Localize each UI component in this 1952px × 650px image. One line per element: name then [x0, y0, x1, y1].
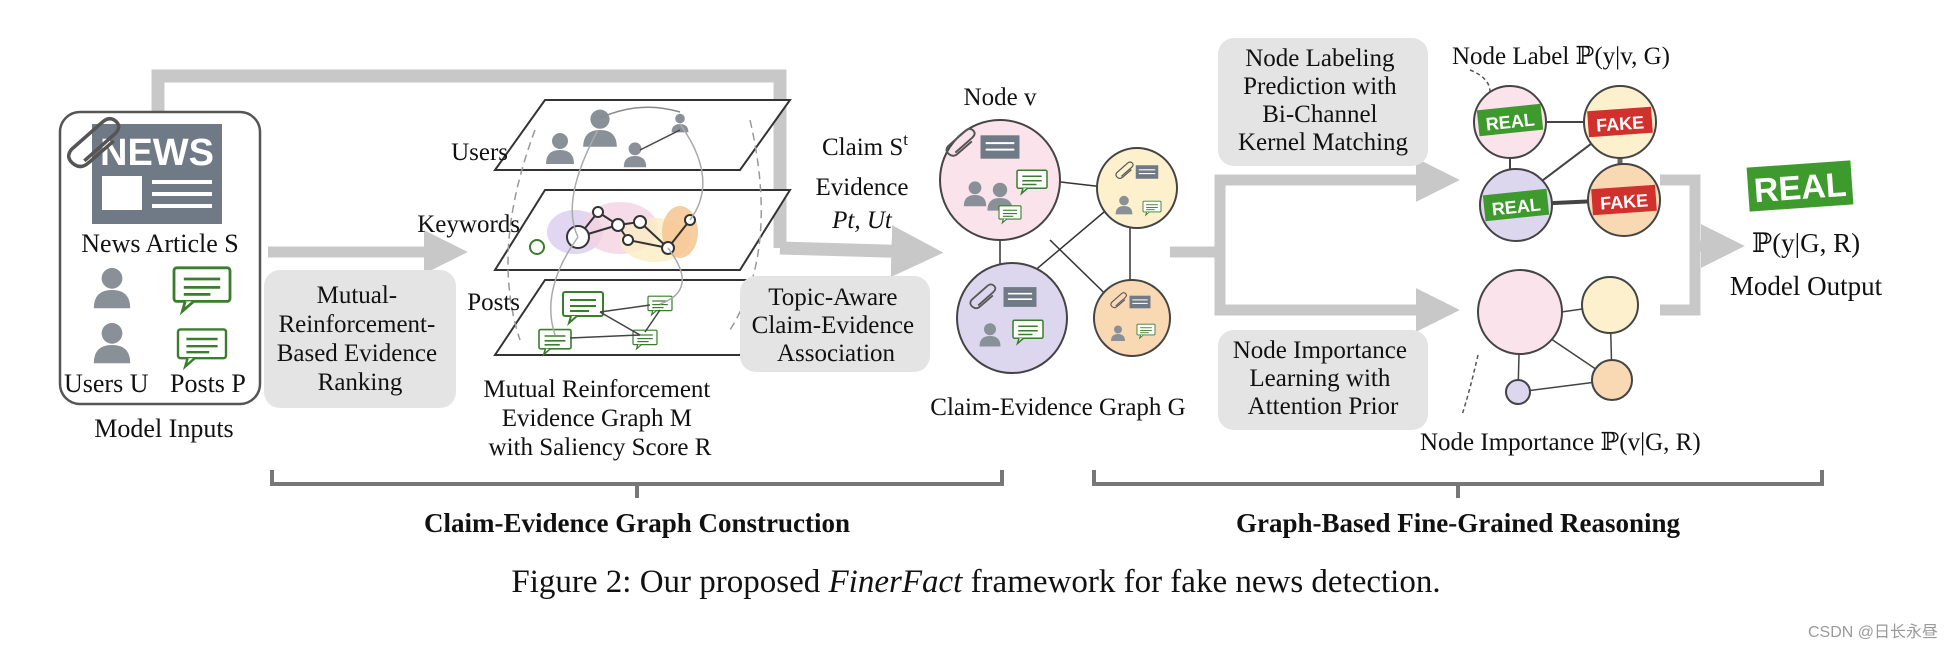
svg-text:Topic-Aware Claim-Eviden: Topic-Aware Claim-Evidence Association — [752, 284, 921, 367]
svg-text:FAKE: FAKE — [1595, 112, 1644, 135]
newspaper-icon: NEWS — [92, 124, 222, 224]
output-real-stamp: REAL — [1746, 160, 1854, 212]
news-icon-label: NEWS — [100, 132, 214, 174]
ce-graph-caption: Claim-Evidence Graph G — [930, 394, 1185, 421]
labeling-box: Node Labeling Prediction with Bi-Channel… — [1218, 38, 1428, 166]
svg-text:REAL: REAL — [1753, 166, 1848, 210]
mutual-reinforcement-graph — [493, 99, 792, 356]
evidence-label: Evidence — [815, 174, 908, 201]
node-label-graph: REAL FAKE REAL FAKE — [1473, 85, 1661, 242]
ranking-box: Mutual- Reinforcement- Based Evidence Ra… — [264, 270, 456, 408]
right-section-title: Graph-Based Fine-Grained Reasoning — [1236, 508, 1681, 538]
model-inputs-panel: NEWS News Article S Users U Posts P — [58, 107, 262, 406]
association-box: Topic-Aware Claim-Evidence Association — [740, 276, 930, 372]
node-importance-graph — [1477, 269, 1639, 405]
real-stamp: REAL — [1476, 103, 1544, 137]
fake-stamp: FAKE — [1591, 184, 1657, 216]
figure-caption: Figure 2: Our proposed FinerFact framewo… — [511, 564, 1440, 600]
svg-text:FAKE: FAKE — [1599, 190, 1648, 213]
users-layer-label: Users — [451, 139, 508, 166]
model-inputs-caption: Model Inputs — [94, 414, 233, 443]
arrow-split — [1170, 158, 1460, 332]
evidence-sub-label: Pt, Ut — [831, 207, 893, 234]
claim-evidence-graph — [939, 119, 1178, 374]
watermark: CSDN @日长永昼 — [1808, 623, 1938, 641]
news-article-label: News Article S — [81, 229, 238, 258]
svg-text:Mutual- Reinforcement-: Mutual- Reinforcement- Based Evidence Ra… — [277, 282, 444, 396]
node-v-label: Node v — [964, 84, 1037, 111]
posts-label: Posts P — [170, 369, 246, 398]
mr-graph-caption: Mutual Reinforcement Evidence Graph M wi… — [483, 376, 716, 461]
left-section-title: Claim-Evidence Graph Construction — [424, 508, 850, 538]
model-output-caption: Model Output — [1730, 271, 1883, 301]
svg-text:Node Importance Learning: Node Importance Learning with Attention … — [1233, 337, 1413, 420]
posts-layer-label: Posts — [467, 289, 520, 316]
keywords-layer-label: Keywords — [417, 211, 520, 238]
right-section-brace — [1092, 470, 1824, 498]
fake-stamp: FAKE — [1587, 106, 1653, 138]
output-probability: ℙ(y|G, R) — [1752, 228, 1860, 258]
real-stamp: REAL — [1482, 188, 1550, 222]
users-label: Users U — [64, 369, 149, 398]
claim-label: Claim St — [822, 130, 908, 161]
node-importance-title: Node Importance ℙ(v|G, R) — [1420, 429, 1701, 456]
importance-box: Node Importance Learning with Attention … — [1218, 330, 1428, 430]
arrow-to-output — [1660, 174, 1745, 316]
svg-text:Node Labeling Prediction: Node Labeling Prediction with Bi-Channel… — [1238, 45, 1409, 156]
left-section-brace — [270, 470, 1004, 498]
node-label-title: Node Label ℙ(y|v, G) — [1452, 43, 1670, 70]
